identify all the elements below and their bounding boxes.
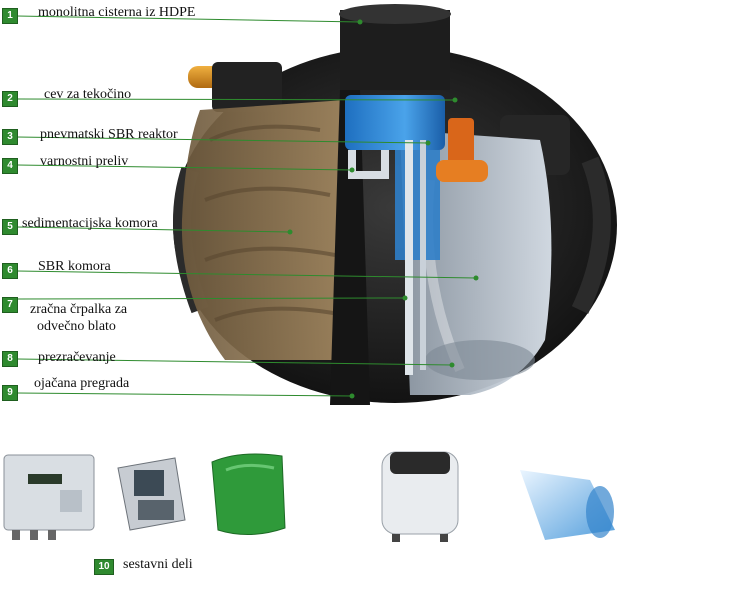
callout-label-10: sestavni deli bbox=[123, 557, 193, 572]
air-compressor bbox=[381, 451, 459, 542]
callout-label-7a: zračna črpalka za bbox=[30, 302, 128, 317]
leader-dot-4 bbox=[349, 167, 355, 173]
callout-label-7b: odvečno blato bbox=[37, 319, 116, 334]
leader-line-9 bbox=[16, 392, 353, 397]
leader-dot-3 bbox=[425, 140, 431, 146]
callout-badge-6: 6 bbox=[2, 263, 18, 279]
leader-dot-6 bbox=[473, 275, 479, 281]
leader-line-1 bbox=[16, 15, 361, 23]
callout-badge-7: 7 bbox=[2, 297, 18, 313]
callout-badge-1: 1 bbox=[2, 8, 18, 24]
orange-outlet-fitting bbox=[436, 118, 488, 182]
tank-turret bbox=[339, 4, 451, 90]
callout-badge-10: 10 bbox=[94, 559, 114, 575]
callout-badge-3: 3 bbox=[2, 129, 18, 145]
callout-badge-4: 4 bbox=[2, 158, 18, 174]
callout-label-9: ojačana pregrada bbox=[34, 376, 130, 391]
leader-line-3 bbox=[16, 136, 429, 144]
leader-dot-8 bbox=[449, 362, 455, 368]
leader-line-5 bbox=[16, 226, 291, 233]
callout-badge-5: 5 bbox=[2, 219, 18, 235]
callout-badge-9: 9 bbox=[2, 385, 18, 401]
sedimentation-chamber bbox=[181, 100, 360, 360]
control-unit bbox=[3, 454, 95, 540]
green-cabinet bbox=[211, 453, 286, 536]
air-lift-pipes bbox=[405, 140, 426, 375]
leader-line-8 bbox=[16, 358, 453, 366]
leader-dot-9 bbox=[349, 393, 355, 399]
callout-label-1: monolitna cisterna iz HDPE bbox=[38, 5, 196, 20]
leader-line-2 bbox=[16, 98, 456, 101]
callout-label-2: cev za tekočino bbox=[44, 87, 132, 102]
bio-media-cartridge bbox=[520, 470, 615, 540]
callout-label-8: prezračevanje bbox=[38, 350, 116, 365]
leader-lines bbox=[16, 15, 479, 399]
controller-stand bbox=[117, 457, 186, 531]
callout-badge-8: 8 bbox=[2, 351, 18, 367]
leader-line-7 bbox=[16, 297, 406, 300]
sbr-reactor bbox=[345, 95, 445, 260]
leader-dot-5 bbox=[287, 229, 293, 235]
leader-dot-2 bbox=[452, 97, 458, 103]
callout-label-6: SBR komora bbox=[38, 259, 111, 274]
leader-line-6 bbox=[16, 270, 477, 279]
reinforced-partition bbox=[330, 90, 370, 405]
callout-label-3: pnevmatski SBR reaktor bbox=[40, 127, 178, 142]
safety-overflow-pipe bbox=[348, 150, 389, 179]
leader-dot-7 bbox=[402, 295, 408, 301]
callout-label-4: varnostni preliv bbox=[40, 154, 129, 169]
callout-label-5: sedimentacijska komora bbox=[22, 216, 158, 231]
leader-line-4 bbox=[16, 164, 353, 171]
leader-dot-1 bbox=[357, 19, 363, 25]
callout-badge-2: 2 bbox=[2, 91, 18, 107]
